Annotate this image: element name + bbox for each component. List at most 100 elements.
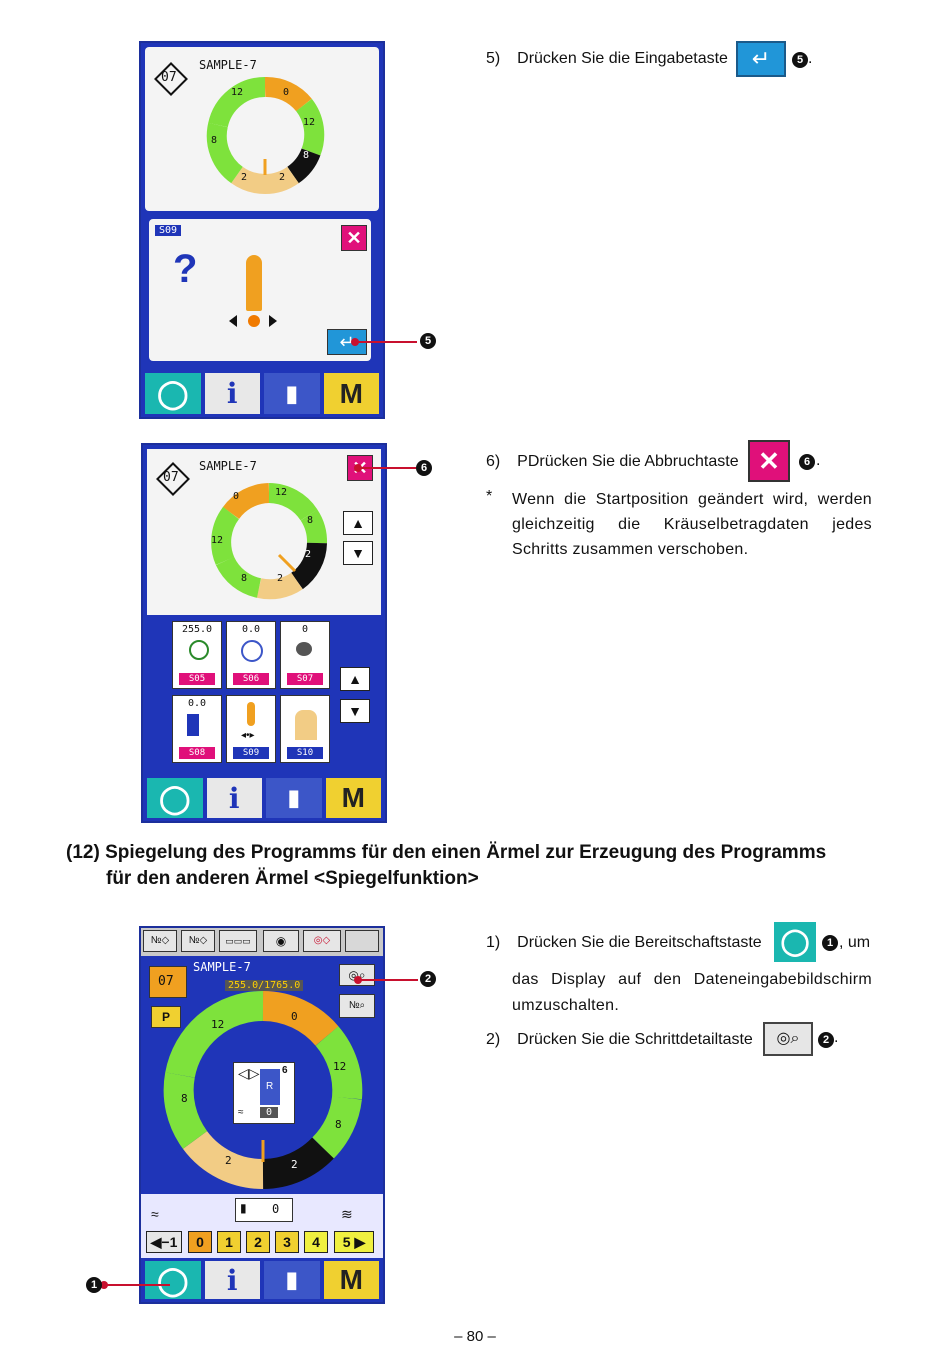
pattern-number: 07 — [158, 974, 174, 989]
ring-label: 12 — [231, 87, 244, 98]
step-1-continued: das Display auf den Dateneingabebildschi… — [512, 971, 872, 1014]
step-number: 6) — [486, 453, 501, 470]
ring-label: 8 — [303, 150, 310, 161]
pattern-no-button[interactable]: №◇ — [143, 930, 177, 952]
wave-high-icon: ≋ — [341, 1206, 353, 1222]
communication-button[interactable]: ▮ — [264, 373, 320, 414]
ring-label: 2 — [279, 172, 286, 183]
mode-button[interactable]: M — [323, 373, 379, 414]
pattern-name: SAMPLE-7 — [193, 960, 251, 974]
callout-leader-6 — [354, 464, 416, 472]
ready-button[interactable]: ◯ — [147, 778, 203, 818]
counter-box: ▮ 0 — [235, 1198, 293, 1222]
target-icon — [241, 640, 263, 662]
pattern-number-box: 07 — [149, 966, 187, 998]
callout-5: 5 — [420, 333, 436, 349]
num-key-1[interactable]: 1 — [217, 1231, 241, 1253]
ready-button[interactable]: ◯ — [145, 1261, 201, 1299]
sleeve-icon — [295, 710, 317, 740]
ready-button[interactable]: ◯ — [145, 373, 201, 414]
heading-line-1: (12) Spiegelung des Programms für den ei… — [66, 842, 827, 863]
tile-value: 0.0 — [187, 698, 207, 709]
callout-leader-2 — [354, 976, 418, 984]
tile-value: 0.0 — [241, 624, 261, 635]
ring-label: 2 — [291, 1158, 298, 1171]
communication-button[interactable]: ▮ — [266, 778, 322, 818]
p-button[interactable]: P — [151, 1006, 181, 1028]
tile-s08[interactable]: 0.0 S08 — [172, 695, 222, 763]
step-number: 2) — [486, 1031, 501, 1048]
num-key-3[interactable]: 3 — [275, 1231, 299, 1253]
ring-label: 0 — [283, 87, 290, 98]
ring-label: 8 — [181, 1092, 188, 1105]
num-key-4[interactable]: 4 — [304, 1231, 328, 1253]
scroll-down-button[interactable]: ▼ — [343, 541, 373, 565]
p-label: P — [161, 1010, 170, 1024]
info-button[interactable]: i — [206, 778, 262, 818]
enter-key-icon: ↵ — [736, 41, 786, 77]
pattern-search-button[interactable]: №⌕ — [339, 994, 375, 1018]
ring-seg-3 — [231, 166, 299, 194]
counter-button[interactable]: ◎◇ — [303, 930, 341, 952]
pattern-panel: 07 SAMPLE-7 12 0 12 8 2 2 8 — [145, 47, 379, 211]
num-key-2[interactable]: 2 — [246, 1231, 270, 1253]
presser-icon: ▮ — [240, 1201, 247, 1215]
sleeve-r-label: R — [266, 1081, 274, 1092]
ring-seg-1 — [268, 483, 318, 521]
info-button[interactable]: i — [204, 373, 260, 414]
ring-seg-3 — [290, 542, 327, 590]
question-mark: ? — [173, 247, 198, 291]
callout-1: 1 — [86, 1277, 102, 1293]
ring-seg-4 — [256, 572, 303, 600]
step-tile-area: 255.0 S05 0.0 S06 0 S07 0.0 S08 ◂•▸ S09 … — [147, 619, 381, 773]
stitch-button[interactable]: ▭▭▭ — [219, 930, 257, 952]
num-key-minus1[interactable]: ◀−1 — [146, 1231, 182, 1253]
enter-button[interactable]: ↵ — [327, 329, 367, 355]
communication-button[interactable]: ▮ — [264, 1261, 320, 1299]
tile-s10[interactable]: S10 — [280, 695, 330, 763]
center-value: 0 — [260, 1107, 279, 1118]
callout-5-ref: 5 — [792, 52, 808, 68]
period: . — [834, 1029, 839, 1046]
needle-icon — [247, 702, 255, 726]
tile-scroll-up-button[interactable]: ▲ — [340, 667, 370, 691]
tile-code: S09 — [233, 747, 269, 759]
step-5: 5) Drücken Sie die Eingabetaste — [486, 46, 886, 71]
mode-button[interactable]: M — [325, 778, 381, 818]
ring-seg-5 — [215, 556, 262, 598]
step-1: 1) Drücken Sie die Bereitschaftstaste — [486, 930, 886, 955]
pattern-no-2-button[interactable]: №◇ — [181, 930, 215, 952]
mirror-icon: ◁▷ — [238, 1065, 260, 1081]
num-key-0[interactable]: 0 — [188, 1231, 212, 1253]
ring-seg-3 — [311, 1095, 362, 1159]
info-button[interactable]: i — [204, 1261, 260, 1299]
page-number: – 80 – — [454, 1328, 496, 1345]
mirror-panel[interactable]: ◁▷ R 6 ≈ 0 — [233, 1062, 295, 1124]
tile-code: S07 — [287, 673, 323, 685]
ring-seg-0 — [264, 77, 312, 112]
mode-button[interactable]: M — [323, 1261, 379, 1299]
confirm-dialog: S09 ? ✕ ↵ — [147, 217, 373, 363]
num-key-5[interactable]: 5 ▶ — [334, 1231, 374, 1253]
ring-seg-1 — [295, 98, 325, 156]
spool-icon — [296, 642, 312, 656]
arrow-left-icon — [229, 315, 237, 327]
bobbin-button[interactable]: ◉ — [263, 930, 299, 952]
tile-s06[interactable]: 0.0 S06 — [226, 621, 276, 689]
ring-label: 12 — [211, 535, 224, 546]
cancel-button[interactable]: ✕ — [341, 225, 367, 251]
callout-1-ref: 1 — [822, 935, 838, 951]
step-text: Drücken Sie die Bereitschaftstaste — [517, 934, 762, 951]
tile-s05[interactable]: 255.0 S05 — [172, 621, 222, 689]
arrows-icon: ◂•▸ — [241, 730, 255, 741]
bottom-bar: ◯ i ▮ M — [143, 775, 385, 821]
blank-button[interactable] — [345, 930, 379, 952]
tile-scroll-down-button[interactable]: ▼ — [340, 699, 370, 723]
step-ring — [211, 483, 327, 600]
arrow-right-icon — [269, 315, 277, 327]
tile-s09[interactable]: ◂•▸ S09 — [226, 695, 276, 763]
step-text: Drücken Sie die Eingabetaste — [517, 50, 728, 67]
tile-s07[interactable]: 0 S07 — [280, 621, 330, 689]
scroll-up-button[interactable]: ▲ — [343, 511, 373, 535]
ring-label: 12 — [211, 1018, 225, 1031]
